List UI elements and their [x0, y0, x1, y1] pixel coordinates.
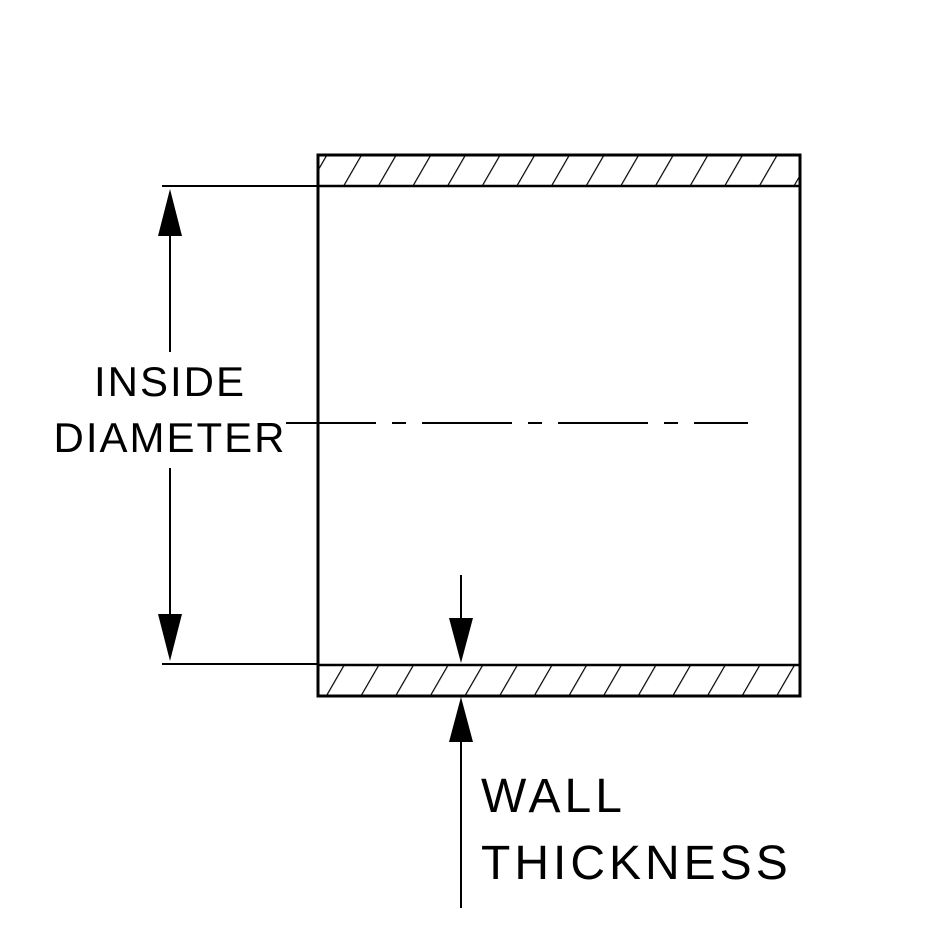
inside-diameter-arrow-down-icon [158, 614, 182, 661]
tube-outline [316, 153, 802, 698]
wall-thickness-arrow-down-icon [449, 618, 473, 663]
inside-diameter-label-line1: INSIDE [94, 358, 246, 405]
wall-thickness-label-line1: WALL [481, 770, 626, 823]
inside-diameter-arrow-up-icon [158, 189, 182, 236]
top-wall-hatch [318, 155, 800, 186]
inside-diameter-label-line2: DIAMETER [53, 414, 286, 461]
wall-thickness-arrow-up-icon [449, 697, 473, 742]
bottom-wall-hatch [318, 665, 800, 696]
wall-thickness-label-line2: THICKNESS [481, 837, 792, 890]
